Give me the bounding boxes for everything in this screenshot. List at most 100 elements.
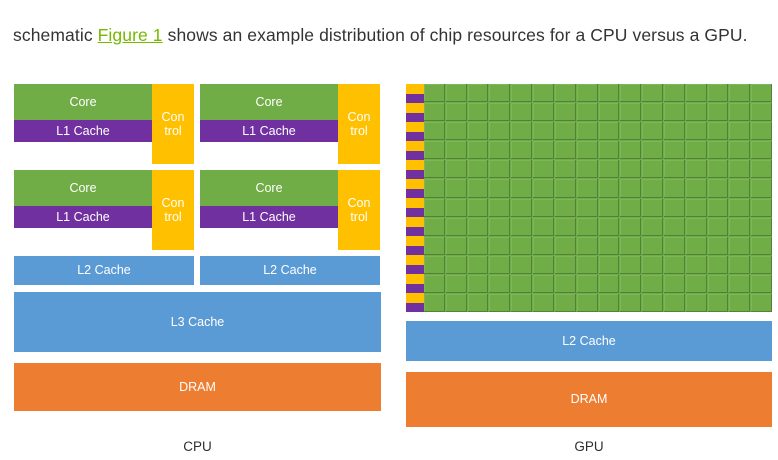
gpu-core-grid bbox=[424, 84, 772, 312]
gpu-l1-cache-stripe bbox=[406, 112, 424, 122]
gpu-stripe-pair bbox=[406, 160, 424, 179]
gpu-core-cell bbox=[424, 198, 445, 217]
gpu-core-cell bbox=[533, 217, 554, 236]
gpu-core-cell bbox=[685, 122, 707, 141]
gpu-core-cell bbox=[554, 141, 576, 160]
gpu-core-cell bbox=[576, 160, 598, 179]
gpu-core-cell bbox=[685, 84, 707, 103]
gpu-core-cell bbox=[576, 236, 598, 255]
gpu-core-cell bbox=[445, 141, 467, 160]
gpu-l1-cache-stripe bbox=[406, 302, 424, 312]
gpu-core-cell bbox=[576, 198, 598, 217]
gpu-core-cell bbox=[729, 217, 751, 236]
gpu-core-cell bbox=[598, 274, 620, 293]
gpu-core-cell bbox=[511, 160, 533, 179]
gpu-control-stripe bbox=[406, 274, 424, 284]
gpu-core-cell bbox=[511, 198, 533, 217]
cpu-l3-cache-block: L3 Cache bbox=[14, 292, 381, 352]
gpu-l1-cache-stripe bbox=[406, 207, 424, 217]
gpu-core-cell bbox=[707, 160, 729, 179]
gpu-core-cell bbox=[424, 217, 445, 236]
gpu-core-cell bbox=[489, 217, 511, 236]
gpu-core-cell bbox=[620, 141, 642, 160]
gpu-core-cell bbox=[729, 255, 751, 274]
cpu-l1-cache-block: L1 Cache bbox=[14, 206, 152, 228]
gpu-core-cell bbox=[729, 84, 751, 103]
gpu-core-cell bbox=[642, 217, 663, 236]
intro-text-before: schematic bbox=[13, 24, 98, 45]
gpu-core-cell bbox=[620, 236, 642, 255]
gpu-core-cell bbox=[554, 179, 576, 198]
gpu-stripe-pair bbox=[406, 141, 424, 160]
gpu-core-cell bbox=[445, 293, 467, 312]
figure-1-link[interactable]: Figure 1 bbox=[97, 24, 163, 45]
gpu-l1-cache-stripe bbox=[406, 93, 424, 103]
gpu-core-cell bbox=[554, 217, 576, 236]
gpu-core-cell bbox=[489, 160, 511, 179]
gpu-core-cell bbox=[642, 179, 663, 198]
gpu-core-cell bbox=[707, 103, 729, 122]
gpu-core-cell bbox=[685, 160, 707, 179]
gpu-core-cell bbox=[467, 217, 489, 236]
gpu-core-cell bbox=[663, 103, 685, 122]
gpu-core-cell bbox=[511, 179, 533, 198]
gpu-core-cell bbox=[751, 179, 772, 198]
gpu-core-cell bbox=[642, 198, 663, 217]
gpu-stripe-pair bbox=[406, 84, 424, 103]
cpu-l2-row: L2 Cache L2 Cache bbox=[14, 256, 381, 285]
gpu-control-stripe bbox=[406, 103, 424, 113]
gpu-core-cell bbox=[489, 179, 511, 198]
gpu-core-cell bbox=[511, 255, 533, 274]
gpu-core-cell bbox=[598, 236, 620, 255]
gpu-control-stripe bbox=[406, 84, 424, 94]
gpu-core-cell bbox=[467, 274, 489, 293]
cpu-control-block: Con trol bbox=[338, 170, 380, 250]
cpu-dram-block: DRAM bbox=[14, 363, 381, 411]
gpu-core-cell bbox=[751, 198, 772, 217]
gpu-core-cell bbox=[489, 103, 511, 122]
gpu-core-cell bbox=[663, 217, 685, 236]
gpu-core-cell bbox=[707, 255, 729, 274]
gpu-control-stripe bbox=[406, 179, 424, 189]
gpu-core-cell bbox=[467, 293, 489, 312]
cpu-core-unit: Core L1 Cache Con trol bbox=[14, 84, 194, 164]
cpu-l1-cache-block: L1 Cache bbox=[200, 120, 338, 142]
gpu-core-cell bbox=[685, 236, 707, 255]
gpu-core-cell bbox=[751, 84, 772, 103]
gpu-stripe-pair bbox=[406, 217, 424, 236]
gpu-core-cell bbox=[445, 274, 467, 293]
gpu-core-cell bbox=[685, 198, 707, 217]
gpu-core-cell bbox=[424, 141, 445, 160]
gpu-core-cell bbox=[598, 198, 620, 217]
gpu-core-cell bbox=[424, 179, 445, 198]
gpu-core-cell bbox=[751, 293, 772, 312]
gpu-core-cell bbox=[707, 122, 729, 141]
gpu-core-cell bbox=[685, 217, 707, 236]
gpu-core-cell bbox=[751, 122, 772, 141]
gpu-core-cell bbox=[424, 84, 445, 103]
gpu-core-cell bbox=[576, 122, 598, 141]
cpu-core-block: Core bbox=[14, 170, 152, 206]
gpu-core-cell bbox=[620, 84, 642, 103]
gpu-core-cell bbox=[642, 122, 663, 141]
gpu-stripe-pair bbox=[406, 122, 424, 141]
gpu-core-cell bbox=[707, 198, 729, 217]
gpu-core-cell bbox=[489, 274, 511, 293]
gpu-dram-block: DRAM bbox=[406, 372, 772, 427]
gpu-core-cell bbox=[620, 293, 642, 312]
gpu-core-cell bbox=[533, 103, 554, 122]
gpu-core-cell bbox=[576, 274, 598, 293]
gpu-core-cell bbox=[511, 274, 533, 293]
cpu-core-unit: Core L1 Cache Con trol bbox=[14, 170, 194, 250]
gpu-core-cell bbox=[533, 293, 554, 312]
cpu-l1-cache-block: L1 Cache bbox=[14, 120, 152, 142]
gpu-stripe-pair bbox=[406, 198, 424, 217]
gpu-core-cell bbox=[751, 255, 772, 274]
gpu-stripe-pair bbox=[406, 274, 424, 293]
gpu-l1-cache-stripe bbox=[406, 131, 424, 141]
cpu-l2-cache-block: L2 Cache bbox=[14, 256, 194, 285]
gpu-core-cell bbox=[576, 141, 598, 160]
gpu-core-cell bbox=[729, 236, 751, 255]
cpu-core-unit: Core L1 Cache Con trol bbox=[200, 84, 380, 164]
gpu-core-cell bbox=[620, 255, 642, 274]
